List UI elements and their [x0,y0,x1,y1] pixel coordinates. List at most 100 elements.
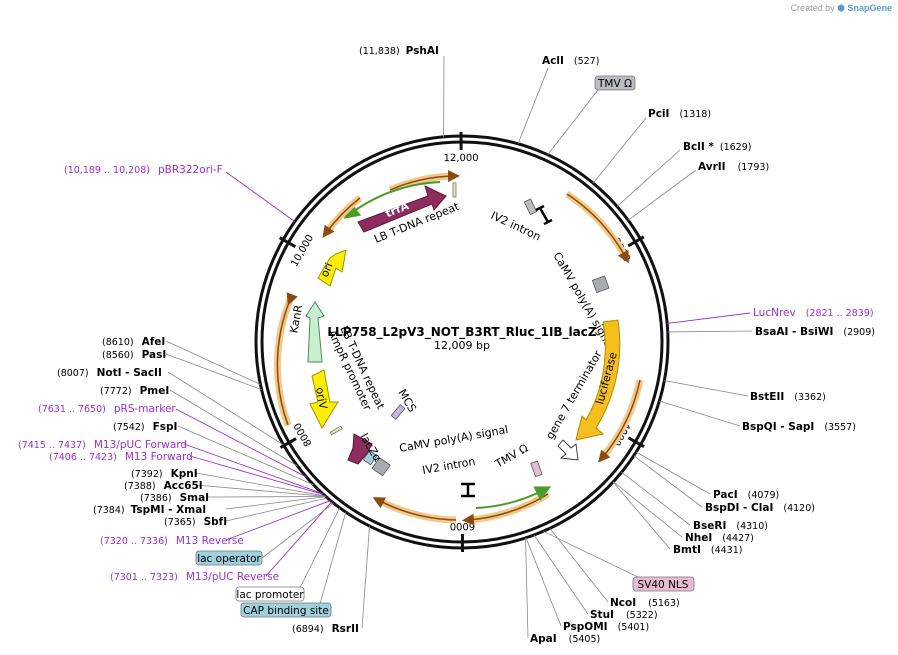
plasmid-name: LLP758_L2pV3_NOT_B3RT_Rluc_1IB_lacZ [327,325,596,340]
enzyme-bsteii[interactable]: BstEII(3362) [750,391,826,403]
brand-prefix: Created by [790,3,835,13]
enzyme-paci[interactable]: PacI(4079) [713,489,779,501]
primer-leader-lucnrev [667,312,751,324]
luciferase-feature-arrow[interactable] [575,319,621,441]
enzyme-pspomi[interactable]: PspOMI(5401) [563,621,649,633]
leader-fspi [177,425,314,486]
trfa-feature-arrow[interactable] [357,185,447,233]
tick-mark-10,000 [278,236,297,248]
leader-bseri [621,471,691,526]
lacza-feature-arrow[interactable] [347,433,373,465]
primer-lucnrev[interactable]: LucNrev(2821 .. 2839) [753,307,874,319]
enzyme-bseri[interactable]: BseRI(4310) [693,520,768,532]
tmv-top-box[interactable] [594,75,636,91]
iv2-bottom-ibar [461,482,475,498]
enzyme-noti[interactable]: (8007)NotI - SacII [57,367,162,379]
plasmid-length: 12,009 bp [434,339,490,352]
enzyme-rsrii[interactable]: (6894)RsrII [292,623,359,635]
enzyme-afei[interactable]: (8610)AfeI [102,336,165,348]
camv-bottom-marker [371,457,391,477]
primer-m13pucr[interactable]: (7301 .. 7323)M13/pUC Reverse [110,571,279,583]
leader-bcli [616,149,681,207]
arc-bottom-green [475,486,552,509]
enzyme-pasi[interactable]: (8560)PasI [102,349,166,361]
leader-avrii [627,169,697,221]
mcs-marker [390,404,406,420]
gene7-terminator-arrow [557,439,579,461]
arc-bottom-left [376,496,457,524]
enzyme-psha[interactable]: (11,838)PshAI [359,45,439,57]
leader-tspmi [225,496,326,510]
lb-inner-marker [329,425,343,436]
cap-binding-box[interactable] [240,602,332,618]
cap-binding-box-label: CAP binding site [243,605,329,617]
enzyme-ncoi[interactable]: NcoI(5163) [610,597,680,609]
lac-operator-box[interactable] [195,550,263,566]
enzyme-smai[interactable]: (7386)SmaI [140,492,209,504]
arc-left-mid-core [276,292,298,426]
box-leader-sv40 [543,530,641,579]
enzyme-sbfi[interactable]: (7365)SbfI [164,516,227,528]
leader-pasi [165,353,262,391]
leader-kpni [195,472,326,497]
arc-left-upper [323,195,363,236]
primer-m13f[interactable]: (7406 .. 7423)M13 Forward [49,451,193,463]
enzyme-acli[interactable]: AclI(527) [542,55,599,67]
primer-leader-pbr322 [225,171,296,223]
arc-bottom-left-core [372,497,457,521]
primer-m13pucf[interactable]: (7415 .. 7437)M13/pUC Forward [18,439,187,451]
tmv-top-box-label: TMV Ω [597,78,632,90]
enzyme-bsaai[interactable]: BsaAI - BsiWI(2909) [755,326,875,338]
leader-paci [635,451,711,495]
camv-bottom-label: CaMV poly(A) signal [398,423,509,455]
enzyme-kpni[interactable]: (7392)KpnI [131,468,198,480]
leader-pspomi [525,537,562,627]
iv2-bottom-label: IV2 intron [421,455,476,477]
leader-pmei [169,389,298,467]
kanr-label: KanR [287,304,305,335]
leader-acli [517,67,549,144]
snapgene-brand: Created by ⬢ SnapGene [791,3,892,14]
iv2-top-label: IV2 intron [489,209,543,243]
enzyme-avrii[interactable]: AvrII(1793) [698,161,769,173]
lac-operator-inner-marker [362,450,378,466]
primer-prsmarker[interactable]: (7631 .. 7650)pRS-marker [38,403,176,415]
lb-outer-marker [452,182,457,198]
leader-noti [167,371,284,446]
enzyme-bspqi[interactable]: BspQI - SapI(3557) [742,421,856,433]
box-leader-tmv_top [547,89,599,155]
lac-promoter-box[interactable] [235,586,305,602]
leader-nhei [613,481,683,538]
leader-smai [207,496,326,498]
enzyme-stui[interactable]: StuI(5322) [590,609,658,621]
enzyme-tspmi[interactable]: (7384)TspMI - XmaI [93,504,206,516]
leader-ncoi [549,528,609,603]
enzyme-fspi[interactable]: (7542)FspI [113,421,177,433]
sv40-box[interactable] [632,576,695,592]
tick-mark-8000 [279,437,297,449]
enzyme-nhei[interactable]: NheI(4427) [685,532,754,544]
leader-bspdi [633,455,703,508]
primer-labels: (10,189 .. 10,208)pBR322ori-F LucNrev(28… [18,164,874,583]
primer-leader-m13f [189,455,324,495]
leader-bmti [612,481,671,550]
leader-stui [533,534,589,615]
kanr-feature-arrow[interactable] [305,301,325,363]
enzyme-bmti[interactable]: BmtI(4431) [673,544,742,556]
enzyme-pcii[interactable]: PciI(1318) [648,108,711,120]
ori-feature-arrow[interactable] [317,249,347,287]
primer-m13r[interactable]: (7320 .. 7336)M13 Reverse [100,535,244,547]
tmv-inner-marker [530,460,543,478]
enzyme-bcli[interactable]: BclI *(1629) [683,141,751,153]
tick-mark-4000 [627,436,645,449]
enzyme-acc65i[interactable]: (7388)Acc65I [124,480,203,492]
enzyme-bspdi[interactable]: BspDI - ClaI(4120) [705,502,815,514]
box-leader-cap [319,511,347,605]
primer-leader-prsmarker [175,408,307,478]
oriv-feature-arrow[interactable] [309,369,339,430]
enzyme-apai[interactable]: ApaI(5405) [530,633,600,645]
tmv-inner-label: TMV Ω [492,442,530,472]
primer-pbr322[interactable]: (10,189 .. 10,208)pBR322ori-F [64,164,223,176]
enzyme-pmei[interactable]: (7772)PmeI [100,385,169,397]
leader-rsrii [361,526,370,629]
